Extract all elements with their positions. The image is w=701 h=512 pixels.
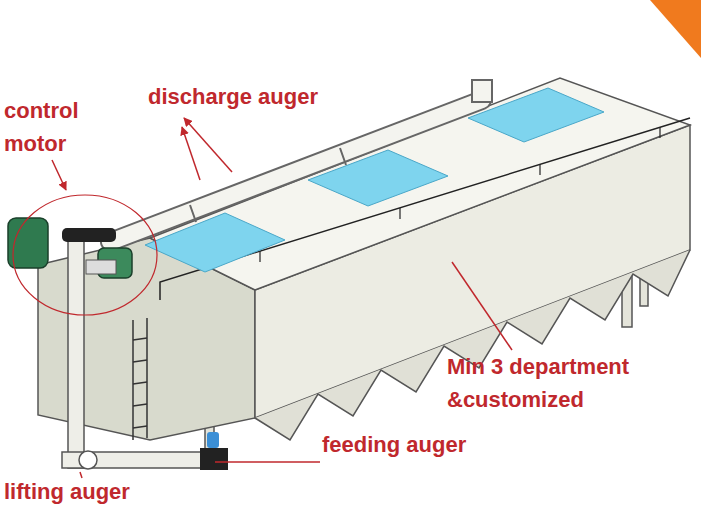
part-label: control motor [4, 94, 104, 160]
motors [8, 218, 132, 278]
part-label: feeding auger [322, 428, 466, 461]
discharge-auger [110, 80, 492, 242]
part-label: lifting auger [4, 475, 130, 508]
pump [200, 432, 228, 470]
roof-hatches [145, 88, 604, 272]
railing [160, 118, 690, 300]
part-label: Min 3 department &customized [447, 350, 667, 416]
highlight-circle [13, 195, 157, 315]
railing-posts [260, 127, 660, 262]
hopper-row [255, 250, 690, 440]
lifting-auger [62, 232, 212, 469]
leader-lines [52, 118, 512, 478]
ladder [133, 318, 147, 440]
corner-badge [650, 0, 701, 58]
part-label: discharge auger [148, 80, 318, 113]
